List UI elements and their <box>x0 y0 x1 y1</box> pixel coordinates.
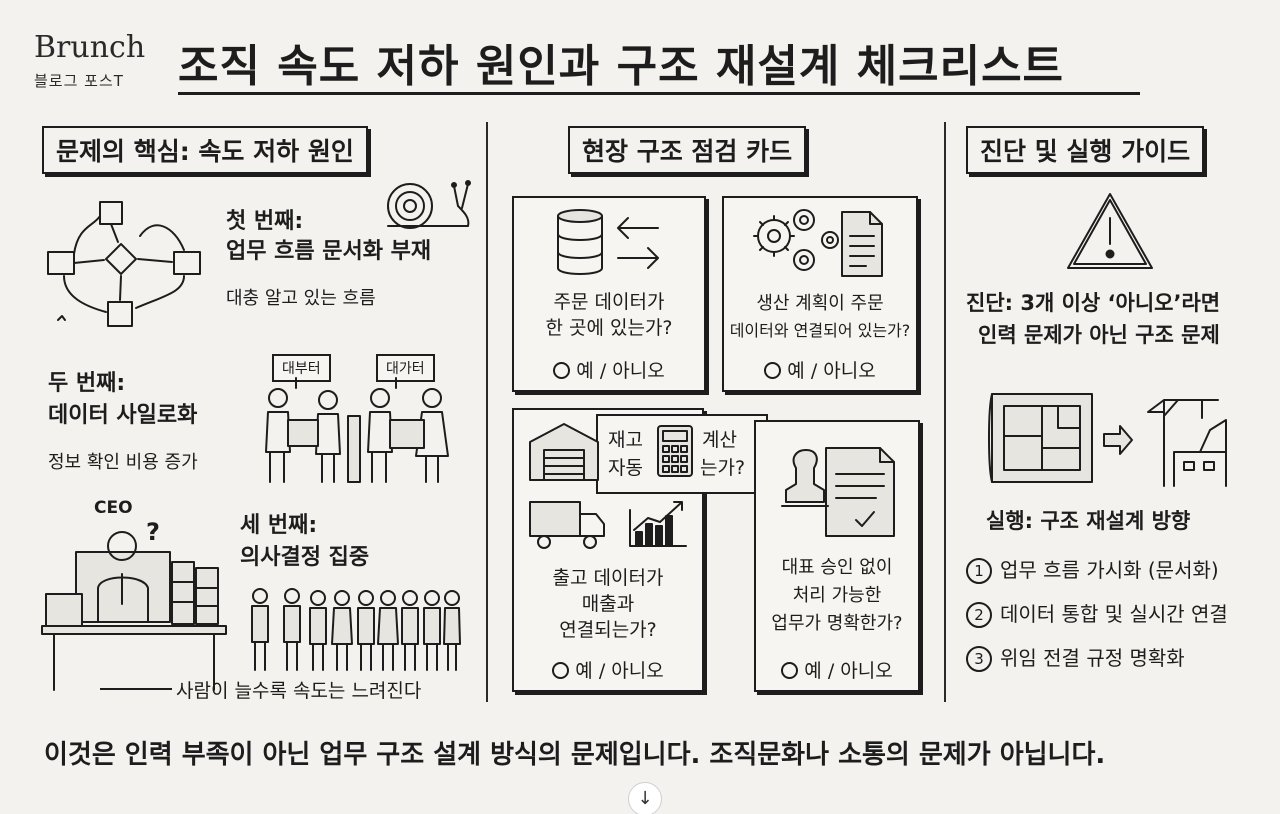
flowchart-icon <box>47 201 201 327</box>
diagnosis-line2: 인력 문제가 아닌 구조 문제 <box>978 323 1220 347</box>
cause-2-description: 정보 확인 비용 증가 <box>48 452 198 473</box>
sign-department-b: 대가터 <box>376 354 435 382</box>
question-mark: ? <box>146 518 160 546</box>
diagnosis-line1: 진단: 3개 이상 ‘아니오’라면 <box>966 291 1221 315</box>
database-icon <box>557 209 659 275</box>
column-divider-right <box>944 122 946 702</box>
people-silo-illustration <box>265 377 449 483</box>
action-title: 실행: 구조 재설계 방향 <box>986 509 1191 533</box>
footer-conclusion: 이것은 인력 부족이 아닌 업무 구조 설계 방식의 문제입니다. 조직문화나 … <box>44 740 1106 770</box>
scroll-down-button[interactable]: ↓ <box>628 782 662 814</box>
check-card-inventory-line7: 연결되는가? <box>559 619 657 641</box>
column-divider-left <box>486 122 488 702</box>
brand-logo[interactable]: Brunch <box>34 30 146 65</box>
radio-circle-icon[interactable] <box>781 662 799 679</box>
check-card-inventory-line5: 출고 데이터가 <box>552 567 664 589</box>
radio-circle-icon[interactable] <box>764 362 782 379</box>
waiting-line-illustration <box>251 588 461 671</box>
cause-1-description: 대충 알고 있는 흐름 <box>226 288 376 309</box>
check-card-production[interactable] <box>722 196 918 392</box>
check-card-inventory-answer[interactable]: 예 / 아니오 <box>512 656 704 683</box>
cause-2-label: 두 번째: <box>48 371 126 396</box>
sign-department-a: 대부터 <box>272 354 331 382</box>
section-heading-causes: 문제의 핵심: 속도 저하 원인 <box>42 126 368 174</box>
ceo-label: CEO <box>94 498 133 518</box>
cause-2-title: 데이터 사일로화 <box>48 403 198 428</box>
warehouse-icon <box>529 423 599 481</box>
cause-3-label: 세 번째: <box>240 513 318 538</box>
check-card-production-line2: 데이터와 연결되어 있는가? <box>729 321 911 340</box>
check-card-orders[interactable] <box>512 196 706 392</box>
title-underline <box>178 92 1140 95</box>
arrow-down-icon: ↓ <box>637 788 653 809</box>
ceo-desk-illustration <box>41 531 227 691</box>
warning-icon <box>1067 193 1153 269</box>
radio-circle-icon[interactable] <box>553 362 571 379</box>
radio-circle-icon[interactable] <box>552 662 570 679</box>
brand-subtitle: 블로그 포스T <box>34 72 124 90</box>
check-card-approval-line2: 처리 가능한 <box>792 585 882 606</box>
check-card-orders-answer[interactable]: 예 / 아니오 <box>512 356 706 383</box>
cause-1-label: 첫 번째: <box>226 209 304 234</box>
blueprint-to-building-icon <box>988 393 1227 487</box>
gears-document-icon <box>753 209 883 277</box>
cause-3-title: 의사결정 집중 <box>240 545 370 570</box>
cause-3-caption: 사람이 늘수록 속도는 느려진다 <box>176 680 422 702</box>
check-card-approval-line1: 대표 승인 없이 <box>781 557 893 578</box>
check-card-orders-line2: 한 곳에 있는가? <box>545 317 673 339</box>
check-card-orders-line1: 주문 데이터가 <box>553 291 665 313</box>
calculator-icon <box>657 425 693 477</box>
truck-chart-icon <box>529 501 687 549</box>
check-card-production-answer[interactable]: 예 / 아니오 <box>722 356 918 383</box>
check-card-inventory-word3: 계산 <box>702 429 737 451</box>
check-card-approval-line3: 업무가 명확한가? <box>771 613 903 634</box>
caption-arrow-line <box>100 688 172 690</box>
snail-icon <box>387 180 471 229</box>
check-card-inventory-word4: 는가? <box>700 457 746 479</box>
cause-1-title: 업무 흐름 문서화 부재 <box>226 239 432 264</box>
page-title: 조직 속도 저하 원인과 구조 재설계 체크리스트 <box>178 41 1065 92</box>
check-card-approval-answer[interactable]: 예 / 아니오 <box>754 656 920 683</box>
stamp-document-icon <box>781 447 895 537</box>
section-heading-guide: 진단 및 실행 가이드 <box>966 126 1205 174</box>
check-card-inventory-word2: 자동 <box>608 457 643 479</box>
check-card-inventory-word1: 재고 <box>608 429 643 451</box>
section-heading-checkcards: 현장 구조 점검 카드 <box>568 126 807 174</box>
check-card-production-line1: 생산 계획이 주문 <box>756 293 884 314</box>
check-card-inventory-line6: 매출과 <box>581 593 635 615</box>
